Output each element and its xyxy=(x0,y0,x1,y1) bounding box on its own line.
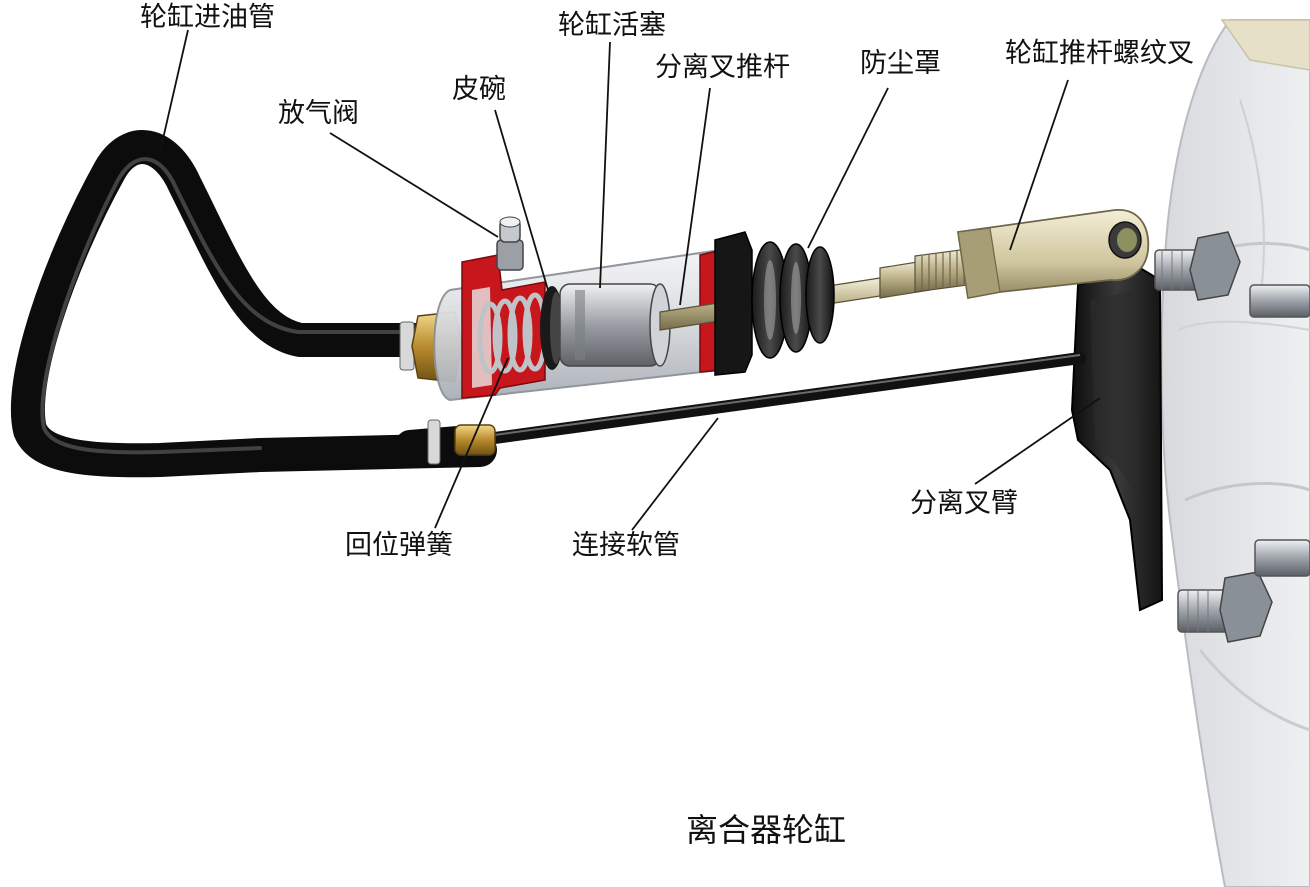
bell-housing xyxy=(1160,19,1310,887)
leader-cup-seal xyxy=(494,109,549,291)
cup-seal xyxy=(540,286,564,370)
label-connecting-hose: 连接软管 xyxy=(572,530,680,561)
dust-boot xyxy=(714,231,835,376)
leader-rod-clevis xyxy=(1009,79,1069,251)
leader-bleeder-valve xyxy=(329,132,499,238)
leader-lines xyxy=(159,29,1101,531)
leader-return-spring xyxy=(434,357,509,529)
leader-dust-boot xyxy=(807,87,889,249)
housing-bolt-bottom xyxy=(1177,539,1310,643)
housing-bolt-top xyxy=(1154,231,1241,301)
leader-inlet-pipe xyxy=(159,29,189,153)
release-fork-arm xyxy=(1070,266,1164,612)
label-rod-clevis: 轮缸推杆螺纹叉 xyxy=(1005,38,1194,69)
leader-push-rod xyxy=(679,87,711,306)
leader-release-fork-arm xyxy=(974,397,1101,485)
label-piston: 轮缸活塞 xyxy=(558,10,666,41)
piston xyxy=(559,283,671,367)
label-return-spring: 回位弹簧 xyxy=(345,530,453,561)
leader-connecting-hose xyxy=(631,417,719,531)
label-push-rod: 分离叉推杆 xyxy=(655,52,790,83)
label-bleeder-valve: 放气阀 xyxy=(278,98,359,129)
leader-piston xyxy=(599,41,611,289)
label-inlet-pipe: 轮缸进油管 xyxy=(140,2,275,33)
bleeder-valve xyxy=(496,216,524,271)
figure-caption: 离合器轮缸 xyxy=(686,811,847,849)
housing-bolt-mid xyxy=(1249,284,1310,318)
inlet-pipe xyxy=(10,130,497,478)
label-release-fork-arm: 分离叉臂 xyxy=(910,488,1018,519)
connecting-hose xyxy=(395,352,1086,465)
label-dust-boot: 防尘罩 xyxy=(860,48,941,79)
rod-clevis xyxy=(956,209,1150,300)
label-cup-seal: 皮碗 xyxy=(452,74,506,105)
